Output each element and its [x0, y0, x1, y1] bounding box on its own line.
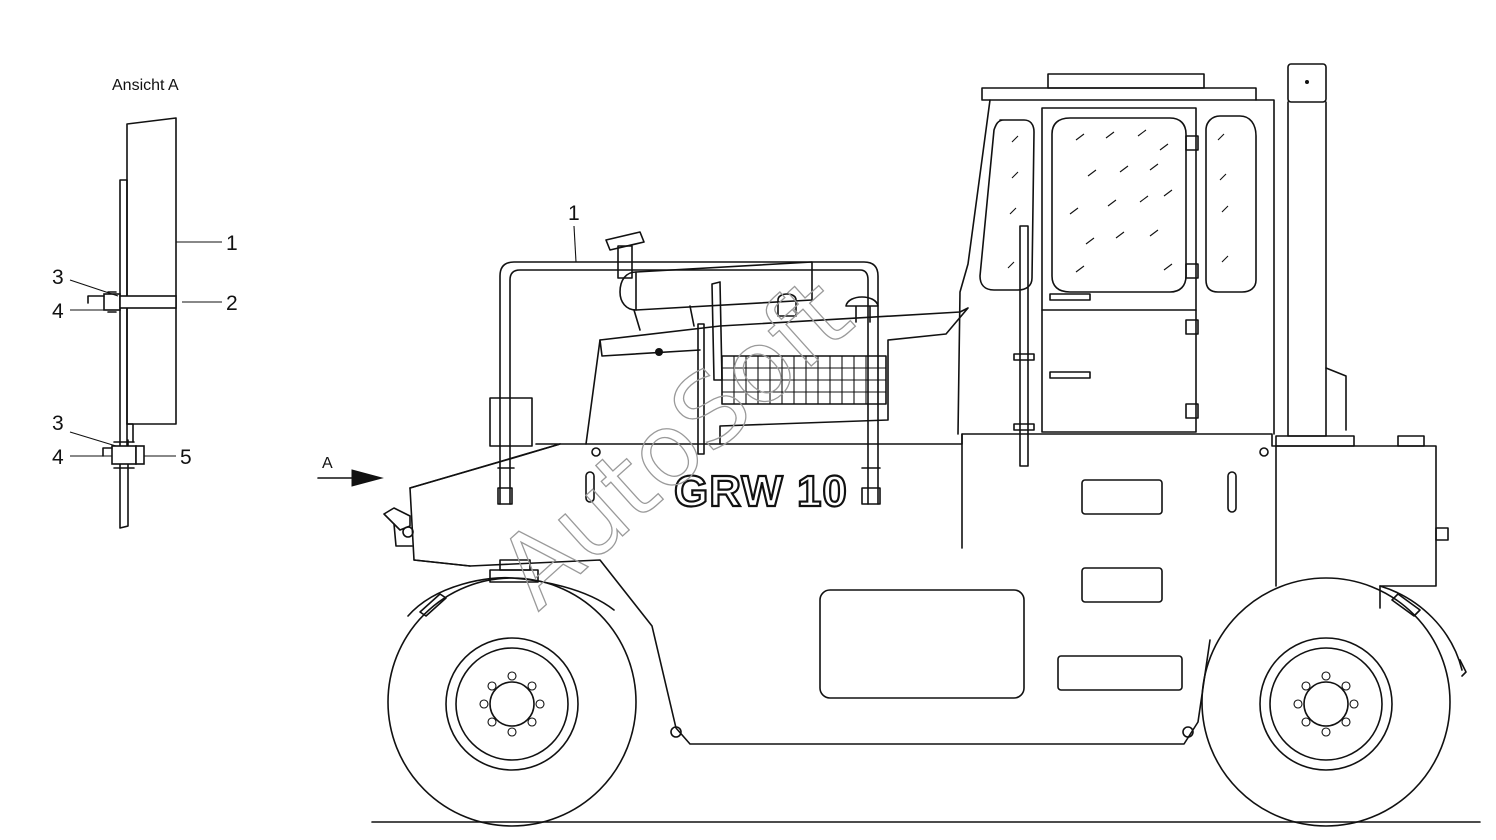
model-lettering: GRW 10	[674, 467, 848, 516]
view-arrow-a: A	[317, 455, 384, 487]
detail-callout-5: 5	[180, 446, 192, 469]
front-wheel	[387, 559, 637, 827]
rear-post	[1275, 63, 1355, 447]
detail-view-a: Ansicht A 1 2 5 3 4	[52, 77, 238, 529]
detail-callout-1: 1	[226, 232, 238, 255]
engine-hood	[585, 307, 969, 445]
operator-cab	[957, 73, 1275, 467]
rear-wheel	[1201, 577, 1467, 827]
rear-body	[1275, 445, 1437, 609]
detail-panel	[126, 117, 177, 425]
detail-view-caption: Ansicht A	[112, 77, 179, 94]
roller-side-view: 1 GRW 10	[371, 63, 1481, 827]
panel-lower-right	[1057, 655, 1183, 691]
view-arrow-label: A	[322, 455, 333, 472]
detail-mounting-plate	[119, 179, 129, 529]
panel-mid-right	[1081, 567, 1163, 603]
detail-callout-3-lower: 3	[52, 412, 64, 435]
detail-callout-4-lower: 4	[52, 446, 64, 469]
detail-callout-3-upper: 3	[52, 266, 64, 289]
detail-lower-bolt	[102, 441, 145, 469]
front-tow-hook	[383, 507, 414, 547]
watermark: AutoSoft	[476, 255, 873, 629]
front-nose	[409, 443, 561, 567]
grab-bar	[497, 261, 881, 505]
side-callout-1: 1	[568, 202, 580, 225]
detail-callout-2: 2	[226, 292, 238, 315]
panel-upper-right	[1081, 479, 1163, 515]
exhaust-muffler	[605, 231, 879, 331]
service-panel-large	[819, 589, 1025, 699]
detail-upper-bolt	[87, 291, 177, 313]
detail-callout-4-upper: 4	[52, 300, 64, 323]
